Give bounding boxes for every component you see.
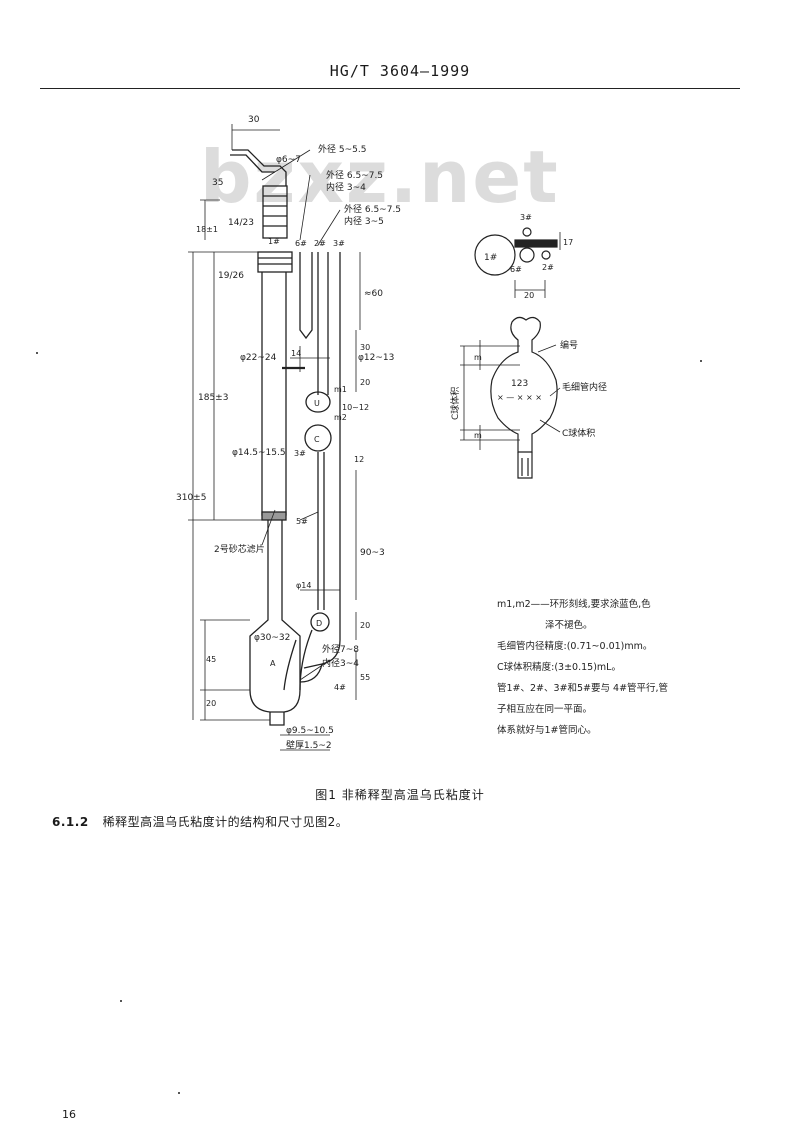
dim-20b: 20 bbox=[360, 621, 370, 630]
dim-35: 35 bbox=[212, 178, 223, 188]
bulb-mark-m-b: m bbox=[474, 431, 482, 440]
dim-45: 45 bbox=[206, 655, 216, 664]
top-dim-17: 17 bbox=[563, 238, 573, 247]
id-3-4-a: 内径 3~4 bbox=[326, 181, 366, 193]
dim-30: 30 bbox=[248, 115, 260, 125]
note-line: m1,m2——环形刻线,要求涂蓝色,色 bbox=[497, 599, 651, 610]
dim-phi14.5: φ14.5~15.5 bbox=[232, 448, 286, 458]
top-tube-2: 2# bbox=[542, 263, 554, 272]
dim-310: 310±5 bbox=[176, 493, 206, 503]
tube-label-5: 5# bbox=[296, 517, 308, 526]
capillary-label: 毛细管内径 bbox=[562, 381, 607, 393]
dim-phi22-24: φ22~24 bbox=[240, 353, 277, 363]
joint-14-23: 14/23 bbox=[228, 218, 254, 228]
top-view bbox=[474, 227, 561, 298]
scan-speck bbox=[700, 360, 702, 362]
clause-6-1-2: 6.1.2 稀释型高温乌氏粘度计的结构和尺寸见图2。 bbox=[52, 813, 348, 830]
top-tube-1: 1# bbox=[484, 253, 497, 263]
bulb-c-label: C bbox=[314, 435, 320, 444]
stopper-joint bbox=[262, 185, 288, 239]
document-header: HG/T 3604—1999 bbox=[329, 62, 471, 80]
dim-20c: 20 bbox=[206, 699, 216, 708]
dim-30b: 30 bbox=[360, 343, 370, 352]
od-6.5-7.5-a: 外径 6.5~7.5 bbox=[326, 169, 383, 181]
note-line: 管1#、2#、3#和5#要与 4#管平行,管 bbox=[497, 683, 669, 694]
dim-14: 14 bbox=[291, 349, 301, 358]
tube-6 bbox=[299, 252, 313, 340]
joint-19-26: 19/26 bbox=[218, 271, 244, 281]
scan-speck bbox=[36, 352, 38, 354]
dim-20a: 20 bbox=[360, 378, 370, 387]
bulb-u-label: U bbox=[314, 399, 320, 408]
note-line: 体系就好与1#管同心。 bbox=[497, 725, 597, 736]
dim-phi30-32: φ30~32 bbox=[254, 633, 290, 643]
bulb-code: 123 bbox=[511, 379, 528, 389]
watermark: bzxz.net bbox=[200, 135, 560, 219]
dim-185: 185±3 bbox=[198, 393, 228, 403]
od-7-8: 外径7~8 bbox=[322, 643, 359, 655]
dim-12: 12 bbox=[354, 455, 364, 464]
bulb-d bbox=[310, 612, 330, 632]
tube-3 bbox=[303, 252, 341, 669]
dim-phi9.5: φ9.5~10.5 bbox=[286, 726, 334, 736]
bulb-mark-m-a: m bbox=[474, 353, 482, 362]
figure-notes: m1,m2——环形刻线,要求涂蓝色,色 泽不褪色。 毛细管内径精度:(0.71~… bbox=[497, 594, 727, 741]
figure-caption: 图1 非稀释型高温乌氏粘度计 bbox=[315, 788, 485, 802]
bulb-volume-side: C球体积 bbox=[449, 387, 461, 420]
clause-number: 6.1.2 bbox=[52, 815, 89, 829]
bulb-detail bbox=[460, 316, 561, 479]
header-rule bbox=[40, 88, 740, 89]
od-5-5.5: 外径 5~5.5 bbox=[318, 143, 366, 155]
dim-phi6-7: φ6~7 bbox=[276, 155, 301, 165]
bulb-c bbox=[304, 424, 332, 452]
top-dim-20: 20 bbox=[524, 291, 534, 300]
od-6.5-7.5-b: 外径 6.5~7.5 bbox=[344, 203, 401, 215]
tube-label-3b: 3# bbox=[294, 449, 306, 458]
bulb-mark-number: 编号 bbox=[560, 339, 578, 351]
mark-m1: m1 bbox=[334, 385, 347, 394]
ground-joint-19-26 bbox=[257, 251, 293, 273]
dim-60: ≈60 bbox=[364, 289, 383, 299]
scan-speck bbox=[178, 1092, 180, 1094]
stopper-bend bbox=[230, 154, 275, 173]
bulb-a-label: A bbox=[270, 659, 276, 668]
note-line: 毛细管内径精度:(0.71~0.01)mm。 bbox=[497, 641, 653, 652]
dim-90: 90~3 bbox=[360, 548, 385, 558]
dim-10-12: 10~12 bbox=[342, 403, 369, 412]
dim-phi14: φ14 bbox=[296, 581, 311, 590]
bulb-u bbox=[305, 391, 331, 413]
tube-label-3: 3# bbox=[333, 239, 345, 248]
tube-label-1: 1# bbox=[268, 237, 280, 246]
note-line: 子相互应在同一平面。 bbox=[497, 704, 593, 715]
bulb-d-label: D bbox=[316, 619, 322, 628]
scan-speck bbox=[120, 1000, 122, 1002]
mark-m2: m2 bbox=[334, 413, 347, 422]
dim-phi12-13: φ12~13 bbox=[358, 353, 394, 363]
top-tube-3: 3# bbox=[520, 213, 532, 222]
top-tube-6: 6# bbox=[510, 265, 522, 274]
tube-label-2: 2# bbox=[314, 239, 326, 248]
clause-text: 稀释型高温乌氏粘度计的结构和尺寸见图2。 bbox=[102, 815, 349, 829]
dim-55: 55 bbox=[360, 673, 370, 682]
c-ball-volume-label: C球体积 bbox=[562, 427, 595, 439]
filter-label: 2号砂芯滤片 bbox=[214, 543, 265, 555]
id-3-4-b: 内径3~4 bbox=[322, 657, 359, 669]
note-line: 泽不褪色。 bbox=[545, 620, 593, 631]
page-number: 16 bbox=[62, 1108, 76, 1121]
bulb-crosses: × — × × × bbox=[497, 393, 542, 402]
note-line: C球体积精度:(3±0.15)mL。 bbox=[497, 662, 621, 673]
tube-label-6: 6# bbox=[295, 239, 307, 248]
tube-label-4: 4# bbox=[334, 683, 346, 692]
id-3-5: 内径 3~5 bbox=[344, 215, 384, 227]
dim-18: 18±1 bbox=[196, 225, 218, 234]
stopper-bend-outer bbox=[232, 149, 287, 186]
wall-thickness: 壁厚1.5~2 bbox=[286, 739, 332, 751]
